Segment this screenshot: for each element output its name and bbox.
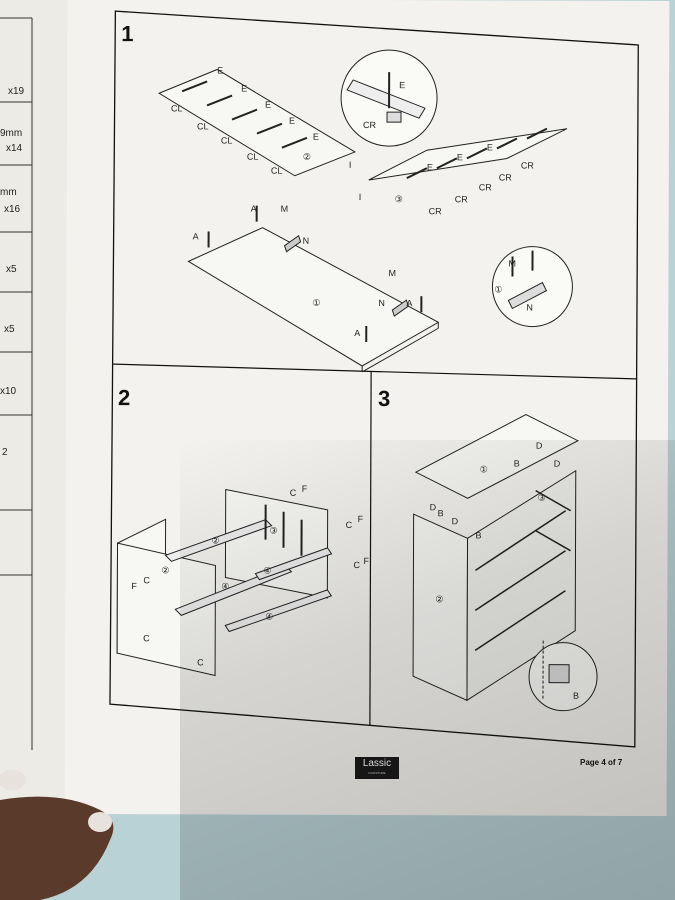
part-label-cl: CL [197, 121, 209, 131]
part-label-f: F [131, 581, 137, 591]
panel-number: ① [312, 298, 320, 308]
part-label-e: E [217, 65, 223, 75]
part-label-cr: CR [479, 182, 493, 192]
part-label-c: C [290, 488, 297, 498]
part-label-cr: CR [429, 206, 443, 216]
qty-label: 9mm [0, 128, 23, 139]
part-label-d: D [452, 516, 459, 526]
part-label-b: B [438, 508, 444, 518]
part-label-e: E [399, 80, 405, 90]
part-label-e: E [265, 100, 271, 110]
panel-number: ④ [265, 612, 273, 622]
panel-number: ④ [263, 566, 271, 576]
part-label-a: A [193, 231, 199, 241]
part-label-m: M [281, 204, 289, 214]
part-label-e: E [241, 84, 247, 94]
panel-number: ④ [221, 581, 229, 591]
qty-label: x14 [6, 143, 23, 154]
logo-subtext: FURNITURE [368, 771, 386, 775]
part-label-cl: CL [171, 103, 183, 113]
panel-number: ③ [538, 493, 546, 503]
part-label-c: C [346, 520, 353, 530]
part-label-d: D [430, 502, 437, 512]
logo-text: Lassic [362, 758, 392, 769]
brand-logo: Lassic FURNITURE [355, 757, 399, 779]
step-1-number: 1 [121, 21, 134, 47]
instruction-page: CL CL CL CL CL E E E E E ② I E CR ③ CR C… [64, 0, 670, 817]
step2-illustration [116, 488, 333, 677]
qty-label: x16 [4, 204, 21, 215]
qty-label: x5 [6, 264, 17, 275]
part-label-i: I [359, 192, 362, 202]
part-label-b: B [573, 691, 579, 701]
part-label-e: E [289, 116, 295, 126]
part-label-n: N [526, 303, 533, 313]
qty-label: 2 [2, 447, 8, 458]
step3-illustration [412, 413, 598, 712]
part-label-e: E [457, 152, 463, 162]
panel-number: ② [161, 565, 169, 575]
part-label-m: M [508, 258, 516, 268]
part-label-i: I [349, 160, 352, 170]
part-label-f: F [358, 514, 364, 524]
left-page-table [0, 17, 33, 750]
part-label-m: M [388, 268, 396, 278]
panel-number: ② [212, 535, 220, 545]
step2-labels: C F C C ② ② ③ ④ ④ ④ C F C F C F [131, 484, 369, 668]
panel-number: ① [480, 464, 488, 474]
page-number: Page 4 of 7 [580, 758, 623, 767]
part-label-n: N [303, 236, 310, 246]
part-label-c: C [143, 633, 150, 643]
panel-number: ② [435, 594, 443, 604]
step1-illustration [157, 49, 573, 373]
part-label-f: F [302, 484, 308, 494]
part-label-c: C [197, 657, 204, 667]
part-label-a: A [406, 298, 412, 308]
part-label-f: F [363, 556, 369, 566]
part-label-a: A [354, 328, 360, 338]
panel-number: ① [494, 284, 502, 294]
part-label-a: A [251, 204, 257, 214]
part-label-cl: CL [221, 135, 233, 145]
part-label-cr: CR [363, 120, 377, 130]
part-label-cr: CR [499, 172, 513, 182]
part-label-n: N [378, 298, 385, 308]
part-label-b: B [476, 530, 482, 540]
part-label-cr: CR [455, 194, 469, 204]
step1-labels: CL CL CL CL CL E E E E E ② I E CR ③ CR C… [171, 65, 535, 338]
part-label-d: D [554, 459, 561, 469]
step3-labels: D B D ① D B D B ③ ② B [430, 441, 579, 701]
panel-number: ③ [270, 526, 278, 536]
part-label-e: E [427, 162, 433, 172]
panel-number: ② [303, 152, 311, 162]
qty-label: x19 [8, 86, 25, 97]
part-label-cr: CR [521, 161, 535, 171]
step-2-number: 2 [117, 385, 131, 411]
part-label-c: C [353, 560, 360, 570]
part-label-e: E [313, 132, 319, 142]
part-label-b: B [514, 459, 520, 469]
part-label-c: C [143, 575, 150, 585]
part-label-cl: CL [247, 152, 259, 162]
qty-label: mm [0, 187, 17, 198]
part-label-cl: CL [271, 166, 283, 176]
panel-number: ③ [395, 194, 403, 204]
step-3-number: 3 [377, 386, 391, 412]
finger-image [0, 770, 114, 900]
part-label-e: E [487, 142, 493, 152]
qty-label: x10 [0, 386, 17, 397]
qty-label: x5 [4, 324, 15, 335]
instruction-frame: CL CL CL CL CL E E E E E ② I E CR ③ CR C… [109, 10, 639, 748]
part-label-d: D [536, 441, 543, 451]
